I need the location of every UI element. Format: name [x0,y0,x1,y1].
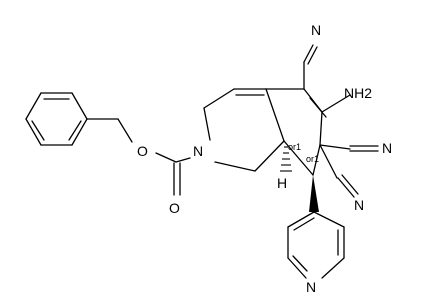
piperidine-ring [203,88,285,172]
cyano-right [319,144,379,152]
phenyl-ring [25,92,88,146]
atom-h-stereo: H [277,175,287,191]
atom-n-ring: N [193,143,203,159]
atom-n-pyridine: N [306,279,316,295]
atom-n-cyano-lower: N [354,197,364,213]
hashed-h-bond [280,146,292,172]
atom-nh2: NH2 [344,85,372,101]
pyridine-ring [287,211,345,279]
atom-n-cyano-top: N [311,22,321,38]
atom-n-cyano-right: N [382,140,392,156]
cyano-lower [319,144,359,198]
carbamate-chain [86,118,191,196]
cyclohexadiene-ring [265,88,327,176]
stereo-label-c8: or1 [306,154,319,164]
stereo-label-c8a: or1 [288,142,301,152]
atom-o-carbonyl: O [169,200,180,216]
wedge-bond-pyridyl [309,175,319,212]
cyano-top [303,44,318,90]
atom-o-ester: O [137,143,148,159]
amino-bond [321,94,351,113]
